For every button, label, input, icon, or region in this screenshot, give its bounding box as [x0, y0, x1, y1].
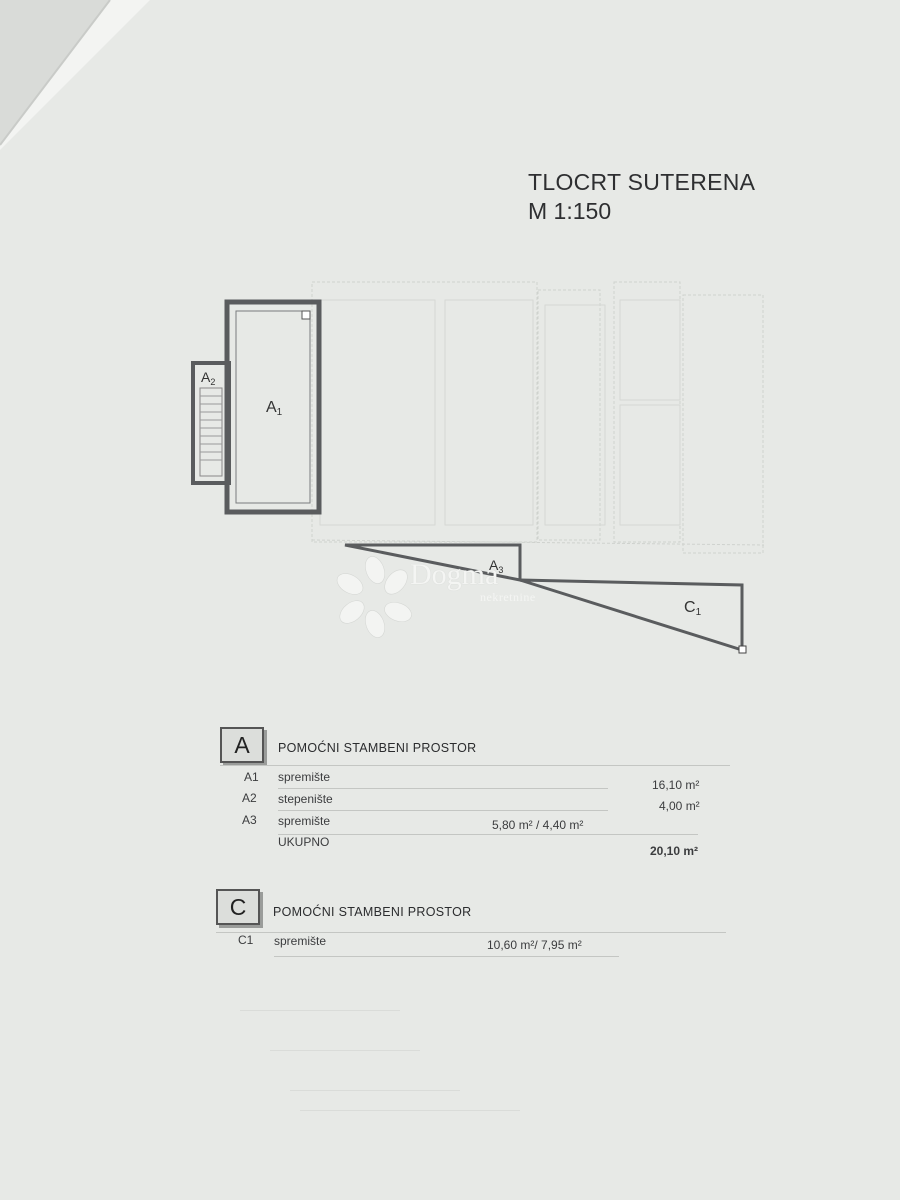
- section-a-row-name: spremište: [278, 770, 331, 784]
- section-c-row-code: C1: [238, 933, 254, 947]
- section-c-row-mid: 10,60 m²/ 7,95 m²: [487, 938, 582, 952]
- ghost-outline: [311, 281, 765, 554]
- section-c-row-name: spremište: [274, 934, 327, 948]
- section-c-title: POMOĆNI STAMBENI PROSTOR: [273, 905, 472, 919]
- plan-title-block: TLOCRT SUTERENA M 1:150: [528, 168, 755, 226]
- room-c1-label: C1: [684, 599, 702, 618]
- section-a-rule: [220, 765, 730, 766]
- section-a-row-name: stepenište: [278, 792, 333, 806]
- room-a3-label: A3: [489, 557, 503, 575]
- room-a2-label: A2: [201, 369, 215, 387]
- watermark-logo-icon: [336, 556, 412, 638]
- watermark-sub: nekretnine: [480, 590, 536, 604]
- room-a3: [344, 543, 522, 582]
- room-c1: [519, 578, 747, 654]
- section-a-row-name: spremište: [278, 814, 331, 828]
- watermark-brand: Dogma: [410, 558, 499, 591]
- plan-title: TLOCRT SUTERENA: [528, 169, 756, 195]
- ghost-rooms: [319, 299, 681, 526]
- section-a-letter: A: [220, 727, 264, 763]
- section-a-row-code: A3: [242, 813, 257, 827]
- section-c-letter: C: [216, 889, 260, 925]
- section-a-total-value: 20,10 m²: [650, 844, 699, 858]
- room-a2-stair: [187, 361, 231, 485]
- section-c-rule: [216, 932, 726, 933]
- row-rule: [278, 788, 608, 789]
- plan-scale: M 1:150: [528, 198, 612, 224]
- row-rule: [278, 810, 608, 811]
- section-a-row-code: A2: [242, 791, 257, 805]
- section-a-row-code: A1: [244, 770, 259, 784]
- section-a-title: POMOĆNI STAMBENI PROSTOR: [278, 741, 477, 755]
- row-rule: [274, 956, 619, 957]
- section-a-row-mid: 5,80 m² / 4,40 m²: [492, 818, 584, 832]
- section-a-row-area: 16,10 m²: [652, 778, 700, 792]
- room-a1-label: A1: [266, 399, 283, 418]
- section-a-row-area: 4,00 m²: [659, 799, 700, 813]
- section-a-total-label: UKUPNO: [278, 835, 330, 849]
- row-rule: [278, 834, 698, 835]
